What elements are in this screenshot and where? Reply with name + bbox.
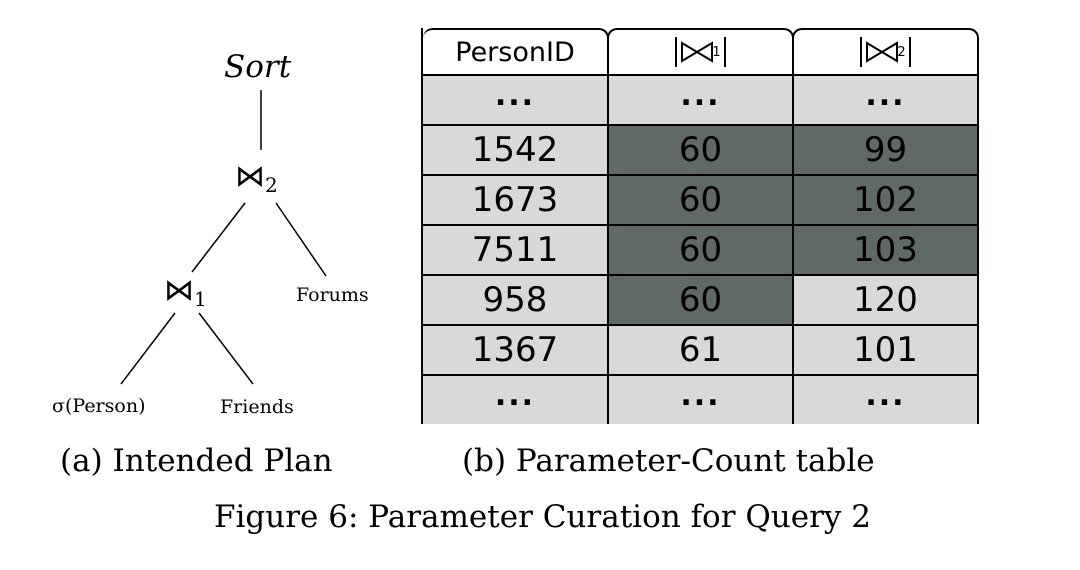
join2-subscript: 2: [265, 173, 278, 197]
table-cell-personid: 1673: [423, 174, 609, 224]
sort-node: Sort: [224, 49, 292, 85]
table-cell-personid: ...: [423, 374, 609, 424]
join2-count-label: 2: [857, 37, 913, 67]
join-icon: [866, 41, 899, 63]
friends-node: Friends: [220, 396, 294, 418]
join-icon: [681, 41, 714, 63]
abs-bar-right: [908, 37, 911, 67]
edge-join1-friends: [198, 312, 254, 385]
intended-plan-tree: Sort ⋈2 ⋈1 Forums σ(Person) Friends: [0, 0, 420, 440]
forums-node: Forums: [296, 284, 369, 306]
header-join1-count: 1: [607, 28, 794, 74]
header-personid: PersonID: [423, 28, 609, 74]
table-cell-personid: 1542: [423, 124, 609, 174]
join1-node: ⋈1: [164, 273, 207, 311]
join1-symbol: ⋈: [164, 273, 194, 308]
join1-count-subscript: 1: [712, 44, 721, 60]
join2-count-subscript: 2: [897, 44, 906, 60]
parameter-count-table: PersonID 1 2 ... ... ... 1542 60 99 1673…: [421, 28, 979, 424]
table-cell-join2-highlighted: 99: [794, 124, 979, 174]
table-cell-join2-highlighted: 102: [794, 174, 979, 224]
table-cell-join1-highlighted: 60: [609, 274, 794, 324]
join1-count-label: 1: [672, 37, 728, 67]
abs-bar-left: [675, 37, 678, 67]
table-cell-join2: ...: [794, 74, 979, 124]
join2-symbol: ⋈: [235, 159, 265, 194]
table-cell-join2: 101: [794, 324, 979, 374]
subfigure-caption-b: (b) Parameter-Count table: [462, 443, 875, 479]
edge-join2-join1: [191, 202, 246, 273]
plan-edges: [120, 90, 327, 385]
table-cell-join1-highlighted: 60: [609, 224, 794, 274]
table-cell-join1: 61: [609, 324, 794, 374]
header-join2-count: 2: [792, 28, 979, 74]
person-selection-node: σ(Person): [52, 395, 146, 417]
table-cell-join1-highlighted: 60: [609, 174, 794, 224]
join1-subscript: 1: [194, 287, 207, 311]
table-cell-personid: 7511: [423, 224, 609, 274]
table-cell-join1-highlighted: 60: [609, 124, 794, 174]
table-cell-personid: 1367: [423, 324, 609, 374]
subfigure-caption-a: (a) Intended Plan: [60, 443, 333, 479]
abs-bar-right: [723, 37, 726, 67]
join2-node: ⋈2: [235, 159, 278, 197]
edge-join1-person: [120, 312, 176, 385]
abs-bar-left: [860, 37, 863, 67]
table-cell-join2-highlighted: 103: [794, 224, 979, 274]
figure-caption: Figure 6: Parameter Curation for Query 2: [214, 499, 872, 535]
table-cell-join2: 120: [794, 274, 979, 324]
edge-join2-forums: [275, 202, 327, 277]
table-cell-personid: ...: [423, 74, 609, 124]
table-cell-join1: ...: [609, 74, 794, 124]
table-cell-personid: 958: [423, 274, 609, 324]
table-cell-join2: ...: [794, 374, 979, 424]
table-cell-join1: ...: [609, 374, 794, 424]
